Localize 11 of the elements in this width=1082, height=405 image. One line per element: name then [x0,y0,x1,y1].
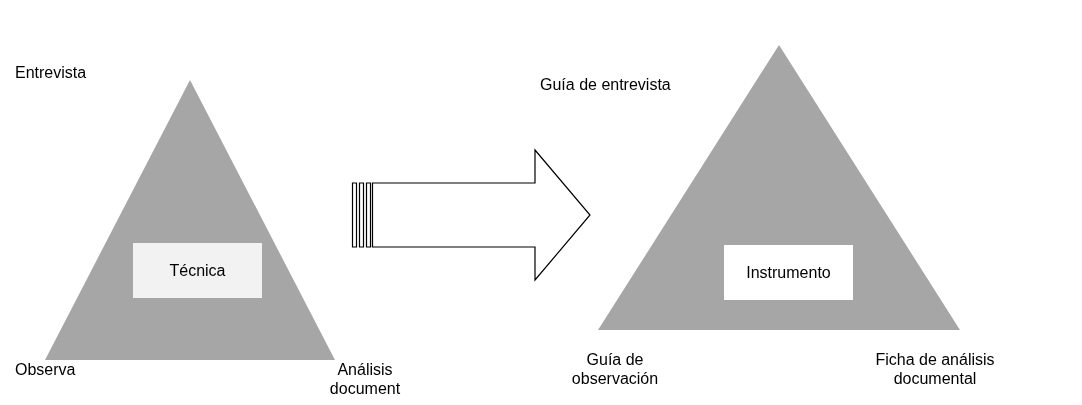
corner-label: Observa [15,360,77,379]
label-box: Técnica [133,243,262,298]
triangle-shape [598,45,960,330]
corner-label: Guía de observación [570,350,660,388]
corner-label: Guía de entrevista [540,75,672,94]
block-arrow [351,148,591,282]
corner-label: Análisis document [328,360,402,398]
corner-label: Entrevista [15,63,88,82]
corner-label: Ficha de análisis documental [874,350,996,388]
label-box: Instrumento [724,245,853,300]
triangle-shape [45,80,335,360]
